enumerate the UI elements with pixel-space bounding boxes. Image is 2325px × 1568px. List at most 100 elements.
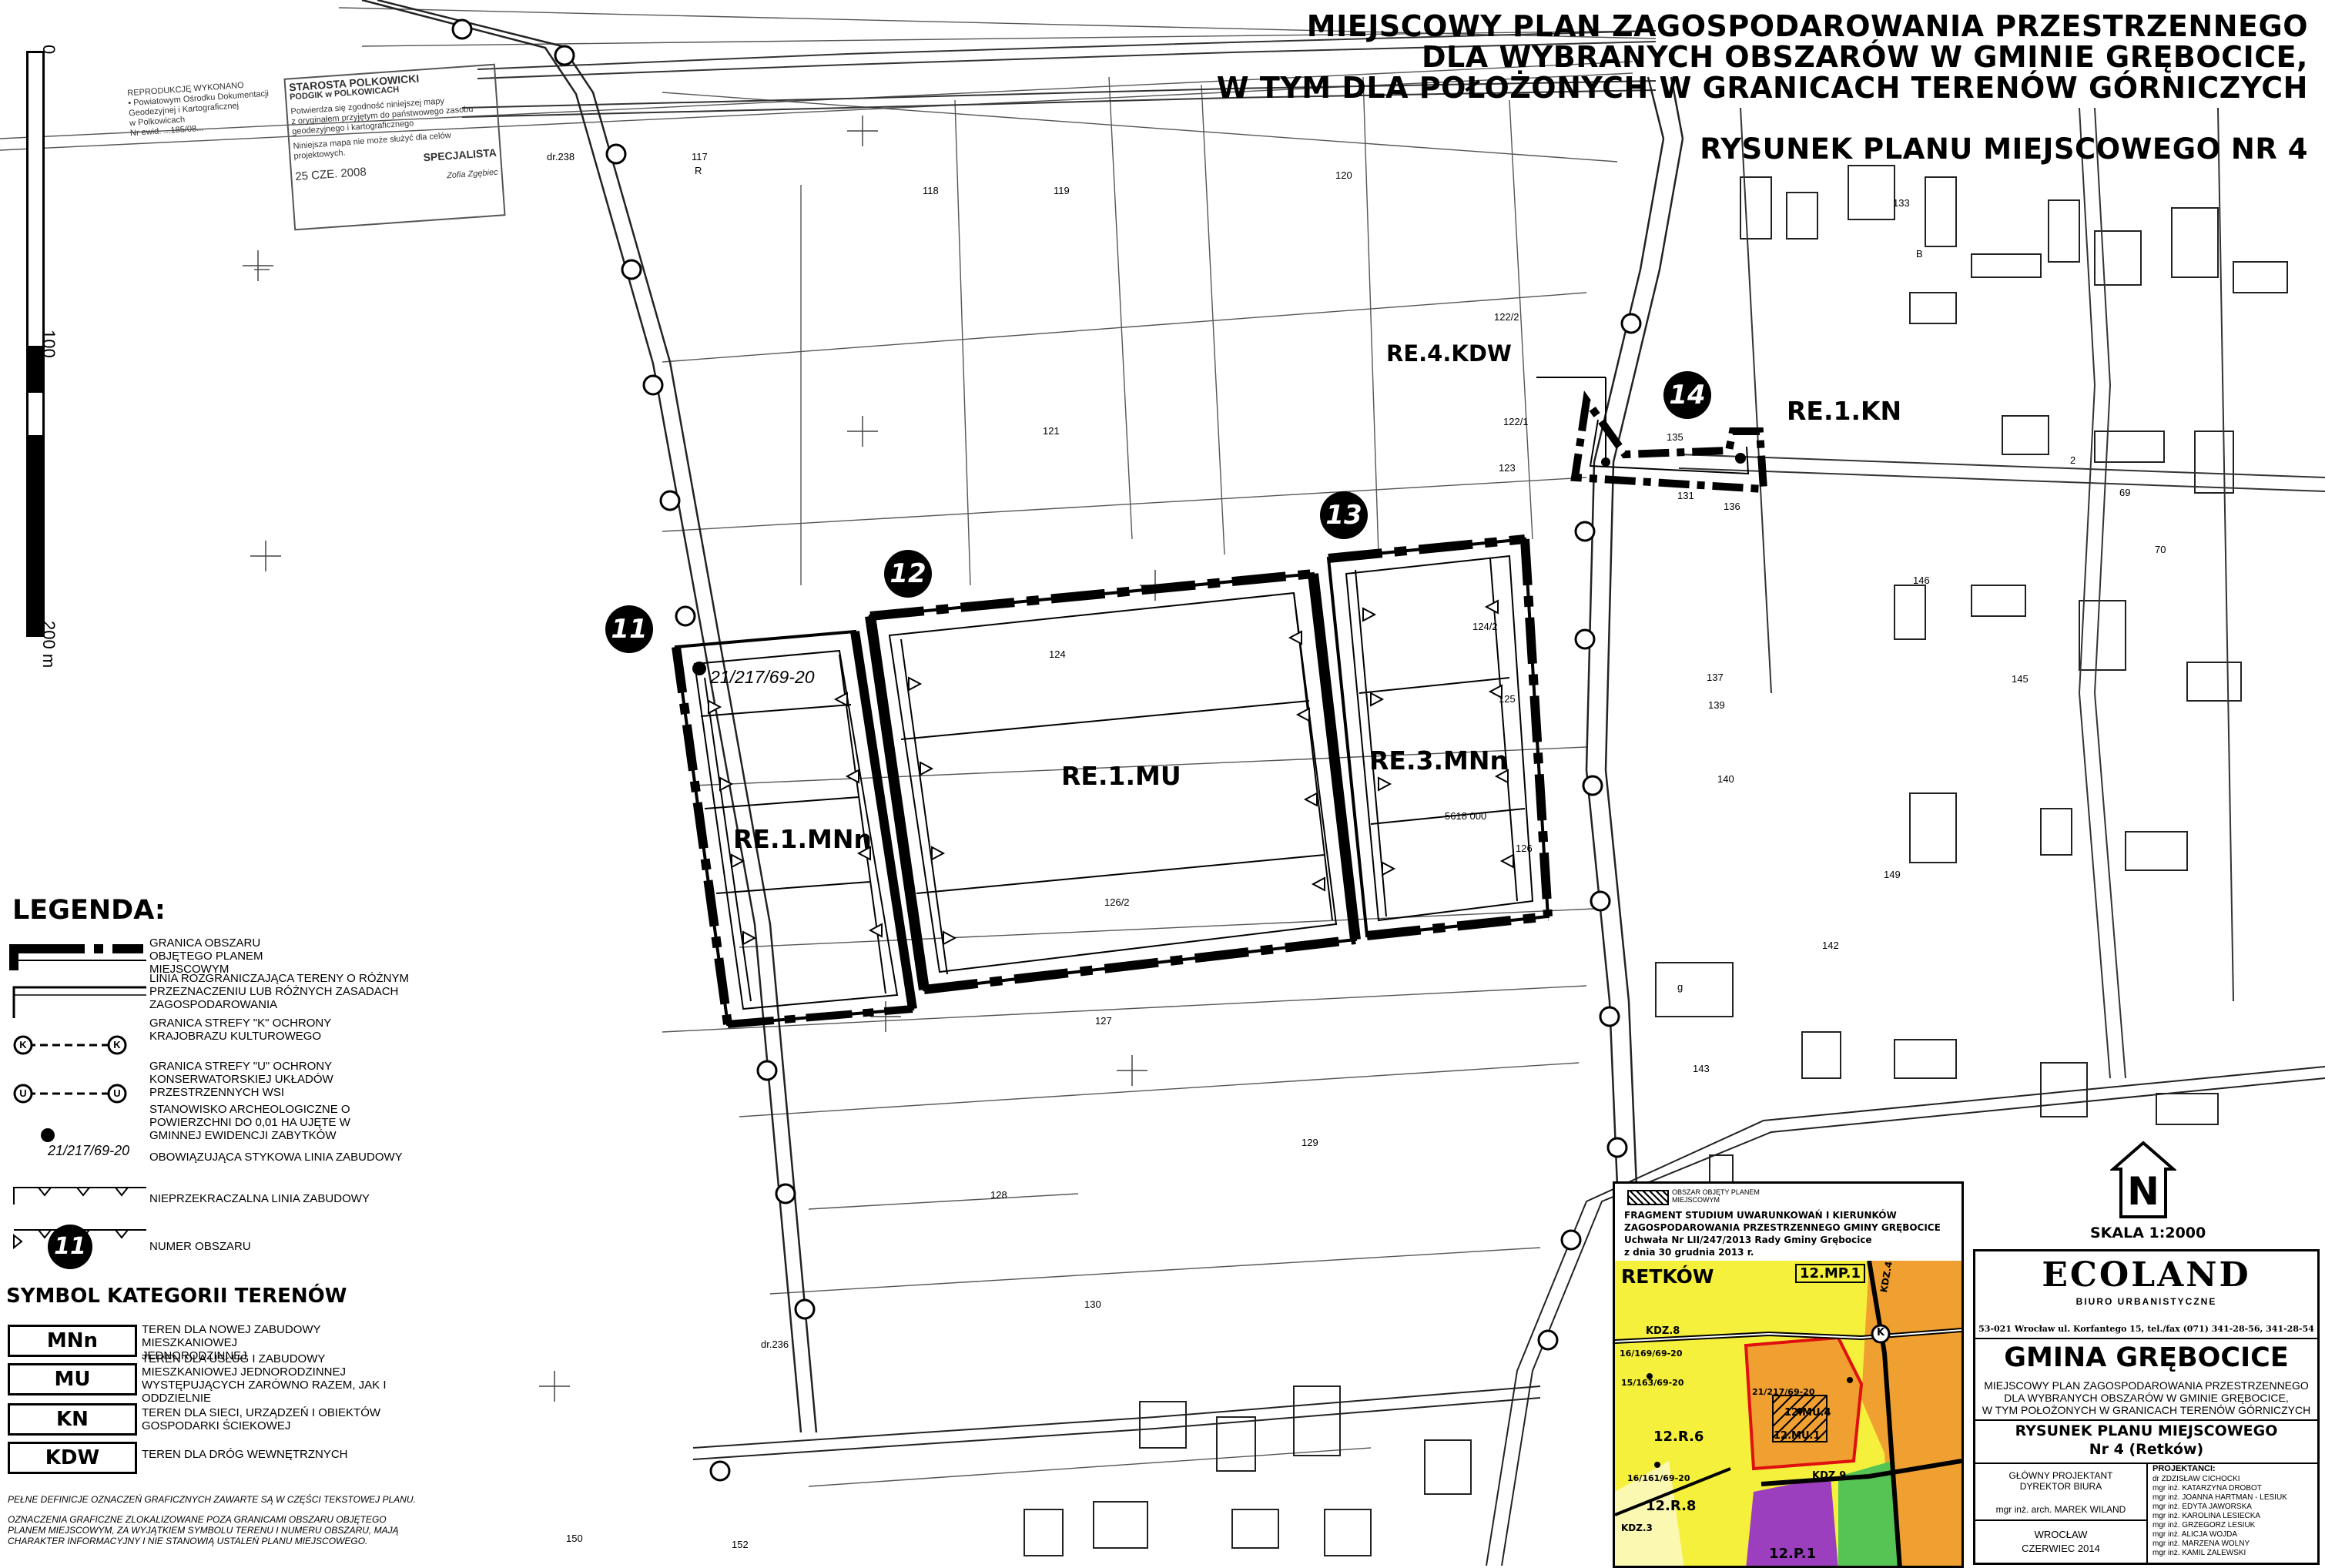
parcel-number: 70: [2155, 544, 2166, 555]
designer: mgr inż. EDYTA JAWORSKA: [2152, 1503, 2252, 1511]
north-arrow-icon: [2109, 1141, 2178, 1218]
parcel-number: 123: [1499, 462, 1516, 474]
plan-line-1: MIEJSCOWY PLAN ZAGOSPODAROWANIA PRZESTRZ…: [1984, 1379, 2309, 1392]
categories-heading: SYMBOL KATEGORII TERENÓW: [6, 1285, 347, 1308]
legend: LEGENDA: K K U U 21/217/69-20 11 GRANICA…: [8, 895, 454, 1295]
plan-line-2: DLA WYBRANYCH OBSZARÓW W GMINIE GRĘBOCIC…: [2004, 1392, 2289, 1404]
parcel-number: 150: [566, 1533, 583, 1544]
parcel-number: 152: [732, 1539, 749, 1550]
legend-site-label: 21/217/69-20: [48, 1143, 130, 1158]
area-12-boundary: [865, 569, 1361, 994]
parcel-number: 122/2: [1494, 311, 1519, 323]
legend-item-demarcation-line: LINIA ROZGRANICZAJĄCA TERENY O RÓŻNYM PR…: [149, 972, 410, 1011]
parcel-number: 137: [1707, 672, 1724, 683]
north-letter: N: [2127, 1169, 2159, 1214]
north-arrow: N: [2109, 1140, 2178, 1220]
parcel-number: 120: [1335, 169, 1352, 181]
title-line-3: W TYM DLA POŁOŻONYCH W GRANICACH TERENÓW…: [1216, 71, 2308, 105]
area-label-re4kdw: RE.4.KDW: [1386, 340, 1512, 367]
area-number-14: 14: [1663, 371, 1711, 419]
scale-label-100: 100: [39, 330, 59, 358]
inset-label: KDZ.3: [1621, 1523, 1653, 1533]
parcel-number: 129: [1302, 1137, 1318, 1148]
inset-study-map: OBSZAR OBJĘTY PLANEM MIEJSCOWYM FRAGMENT…: [1613, 1181, 1964, 1568]
parcel-lines: [0, 7, 1657, 1487]
parcel-number: 143: [1693, 1063, 1710, 1074]
category-desc-mu: TEREN DLA USŁUG I ZABUDOWY MIESZKANIOWEJ…: [142, 1352, 387, 1405]
inset-label: 12.R.6: [1653, 1429, 1704, 1445]
legend-item-area-number: NUMER OBSZARU: [149, 1240, 251, 1253]
address: 53-021 Wrocław ul. Korfantego 15, tel./f…: [1978, 1324, 2314, 1334]
scale-bar-segment-3: [26, 390, 45, 437]
parcel-number: 130: [1084, 1298, 1101, 1310]
inset-label: 12.MU.4: [1784, 1407, 1831, 1419]
inset-key-label: OBSZAR OBJĘTY PLANEM MIEJSCOWYM: [1672, 1188, 1760, 1204]
column-divider: [2146, 1462, 2148, 1563]
area-label-re1mnn: RE.1.MNn: [733, 824, 872, 854]
parcel-number: 145: [2012, 673, 2029, 685]
inset-place-name: RETKÓW: [1621, 1265, 1714, 1288]
road-bottom: [692, 1066, 2325, 1566]
area-number-11: 11: [605, 605, 653, 653]
area-14-boundary: [1536, 377, 1768, 494]
category-code-mnn: MNn: [8, 1325, 137, 1357]
legend-item-plan-boundary: GRANICA OBSZARU OBJĘTEGO PLANEM MIEJSCOW…: [149, 936, 263, 976]
designer: mgr inż. KAMIL ZALEWSKI: [2152, 1549, 2246, 1557]
title-line-2: DLA WYBRANYCH OBSZARÓW W GMINIE GRĘBOCIC…: [1421, 40, 2308, 74]
title-line-1: MIEJSCOWY PLAN ZAGOSPODAROWANIA PRZESTRZ…: [1306, 9, 2308, 43]
drawing-line-2: Nr 4 (Retków): [2089, 1441, 2204, 1458]
divider: [1975, 1338, 2317, 1339]
plan-line-3: W TYM POŁOŻONYCH W GRANICACH TERENÓW GÓR…: [1982, 1404, 2311, 1416]
parcel-number: 126: [1516, 843, 1533, 854]
map-misc: dr.236: [761, 1338, 789, 1350]
designer: mgr inż. GRZEGORZ LESIUK: [2152, 1521, 2256, 1529]
parcel-number: 124/2: [1472, 621, 1498, 632]
legend-item-k-zone: GRANICA STREFY "K" OCHRONY KRAJOBRAZU KU…: [149, 1017, 331, 1043]
legend-item-contact-building-line: OBOWIĄZUJĄCA STYKOWA LINIA ZABUDOWY: [149, 1151, 403, 1164]
place: WROCŁAW: [2034, 1529, 2088, 1540]
designer: mgr inż. ALICJA WOJDA: [2152, 1530, 2238, 1539]
inset-label: KDZ.9: [1812, 1470, 1847, 1482]
legend-item-building-line: NIEPRZEKRACZALNA LINIA ZABUDOWY: [149, 1192, 370, 1205]
chief-name: mgr inż. arch. MAREK WILAND: [1995, 1504, 2126, 1515]
building-line-triangles: [708, 599, 1514, 946]
chief-line-2: DYREKTOR BIURA: [2019, 1481, 2102, 1492]
scale-label-200: 200 m: [39, 621, 59, 668]
road-left: [361, 0, 818, 1433]
parcel-number: 125: [1499, 693, 1516, 705]
inset-label: 12.R.8: [1646, 1498, 1697, 1514]
divider: [1975, 1519, 2146, 1521]
legend-u-letter-left: U: [19, 1087, 27, 1099]
designer: mgr inż. MARZENA WOLNY: [2152, 1540, 2250, 1548]
site-label: 21/217/69-20: [710, 667, 815, 687]
date: CZERWIEC 2014: [2022, 1543, 2100, 1554]
parcel-number: 69: [2119, 487, 2131, 498]
logo-subtitle: BIURO URBANISTYCZNE: [2075, 1296, 2217, 1307]
legend-k-letter-right: K: [113, 1039, 121, 1050]
parcel-number: 136: [1724, 501, 1740, 512]
parcel-number: 142: [1822, 940, 1839, 951]
parcel-number: 139: [1708, 699, 1725, 711]
inset-label: 12.MU.1: [1774, 1430, 1821, 1442]
drawing-line-1: RYSUNEK PLANU MIEJSCOWEGO: [2015, 1422, 2278, 1439]
map-misc: B: [1916, 248, 1923, 260]
category-code-kn: KN: [8, 1403, 137, 1436]
archaeological-site-dot: [692, 662, 706, 675]
category-code-kdw: KDW: [8, 1442, 137, 1474]
scale-bar-segment-1: [26, 51, 45, 348]
area-number-12: 12: [884, 550, 932, 598]
drawing-number: RYSUNEK PLANU MIEJSCOWEGO NR 4: [1700, 132, 2308, 166]
scale-bar: [26, 51, 45, 637]
inset-title-3: Uchwała Nr LII/247/2013 Rady Gminy Grębo…: [1624, 1235, 1872, 1245]
chief-line-1: GŁÓWNY PROJEKTANT: [2008, 1470, 2113, 1481]
area-11-boundary: [672, 629, 917, 1028]
parcel-number: 126/2: [1104, 896, 1130, 908]
designer: mgr inż. JOANNA HARTMAN - LESIUK: [2152, 1493, 2287, 1502]
logo-text: ECOLAND: [2042, 1255, 2251, 1295]
certification-stamp: STAROSTA POLKOWICKI PODGIK w POLKOWICACH…: [283, 63, 506, 231]
map-misc: R: [695, 165, 702, 176]
footnote-1: PEŁNE DEFINICJE OZNACZEŃ GRAFICZNYCH ZAW…: [8, 1494, 416, 1505]
map-misc: 5618 000: [1445, 810, 1487, 822]
area-label-re1mu: RE.1.MU: [1061, 761, 1181, 791]
designer: mgr inż. KAROLINA LESIECKA: [2152, 1512, 2261, 1520]
